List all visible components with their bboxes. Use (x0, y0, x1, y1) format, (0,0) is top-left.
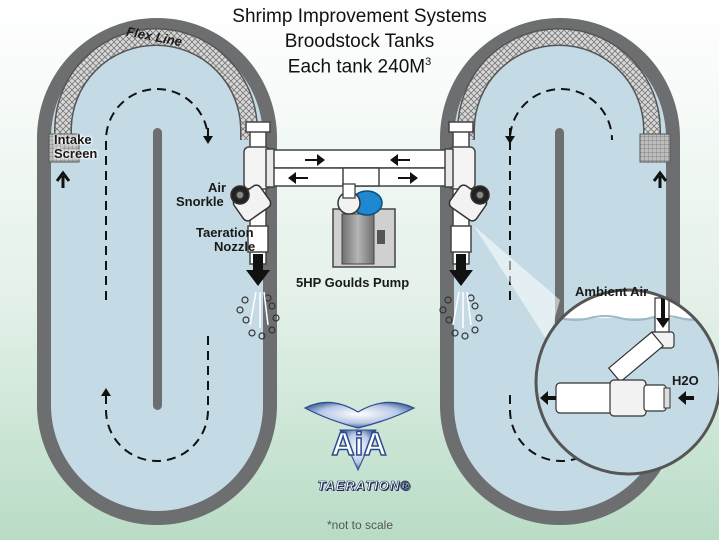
ambient-air-label: Ambient Air (575, 284, 649, 299)
h2o-label: H2O (672, 373, 699, 388)
air-snorkle-left (230, 184, 272, 222)
piping (243, 121, 476, 265)
logo-letters: AiA (331, 426, 386, 462)
title-line-3-text: Each tank 240M (287, 56, 426, 78)
direction-arrow (55, 170, 71, 188)
air-snorkle-right (448, 184, 490, 222)
bubble-cluster-right (439, 291, 483, 340)
footnote: *not to scale (326, 518, 394, 532)
title-line-1: Shrimp Improvement Systems (232, 6, 487, 27)
taeration-nozzle-label-1: Taeration (196, 225, 254, 240)
intake-screen-label-2: Screen (54, 146, 98, 161)
taeration-nozzle-label-2: Nozzle (214, 239, 256, 254)
intake-screen-label-1: Intake (54, 132, 92, 147)
magnifier-beam (474, 226, 560, 342)
left-tank (37, 18, 277, 525)
pump (332, 183, 396, 268)
pump-label: 5HP Goulds Pump (296, 275, 410, 290)
magnifier (534, 288, 719, 476)
title-line-3: Each tank 240M3 (0, 56, 719, 78)
air-snorkle-label-2: Snorkle (176, 194, 224, 209)
flow-arrows (288, 154, 418, 184)
logo: AiA (303, 401, 416, 472)
bubble-cluster-left (236, 291, 280, 340)
title-line-2: Broodstock Tanks (284, 31, 435, 52)
title-superscript: 3 (425, 56, 432, 68)
nozzle-arrows (246, 254, 473, 286)
logo-brand: TAERATION® (317, 478, 411, 494)
air-snorkle-label-1: Air (208, 180, 227, 195)
